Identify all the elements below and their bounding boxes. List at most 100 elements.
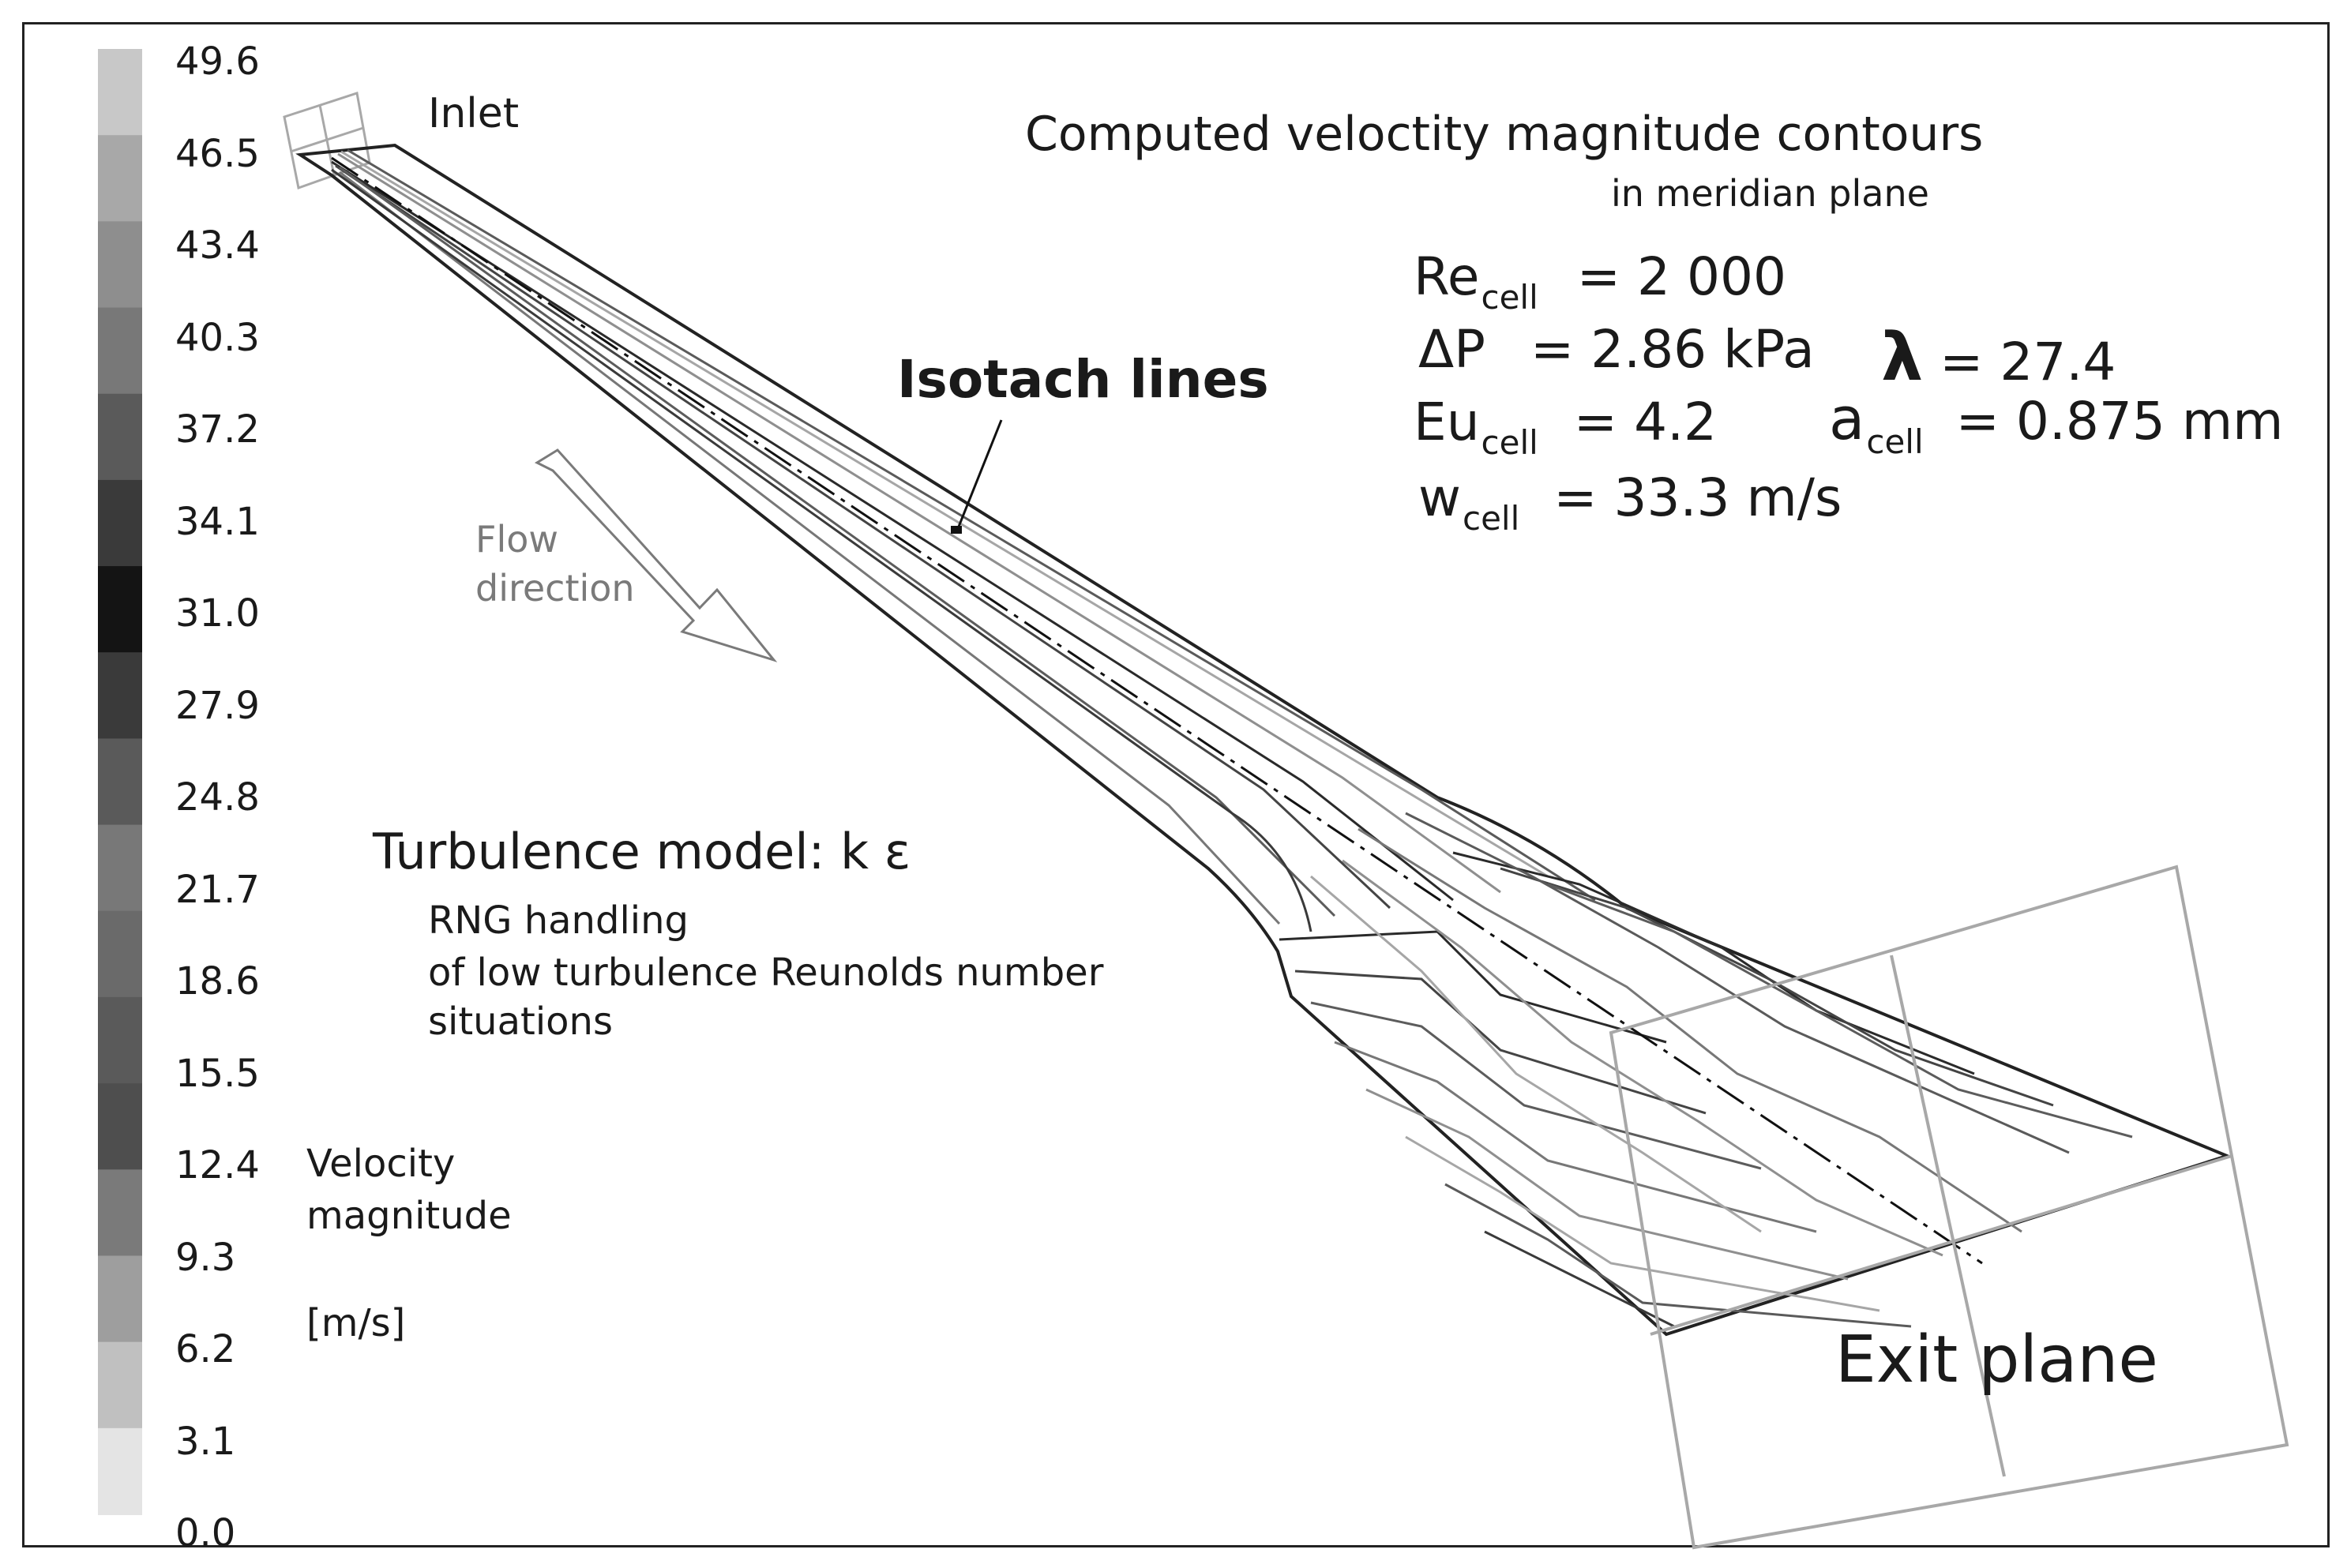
cell-velocity-subscript: cell xyxy=(1462,499,1520,538)
colorbar-band xyxy=(98,1427,142,1515)
isotach-line xyxy=(1279,930,1667,1044)
colorbar-tick-label: 9.3 xyxy=(175,1235,236,1280)
colorbar-band xyxy=(98,479,142,568)
isotach-line xyxy=(1405,812,2070,1154)
colorbar-tick-label: 34.1 xyxy=(175,499,260,544)
reynolds-symbol: Re xyxy=(1414,246,1480,307)
turbulence-model-label: Turbulence model: k ε xyxy=(373,823,911,880)
colorbar-tick-label: 18.6 xyxy=(175,959,260,1003)
figure-frame xyxy=(22,22,2330,1547)
colorbar-band xyxy=(98,393,142,481)
colorbar-tick-label: 12.4 xyxy=(175,1143,260,1187)
isotach-line xyxy=(1294,970,1707,1115)
isotach-lines xyxy=(331,148,2133,1328)
colorbar xyxy=(98,49,142,1515)
isotach-line xyxy=(339,171,1281,925)
exit-plane-box xyxy=(1609,865,2289,1550)
colorbar-band xyxy=(98,1341,142,1429)
colorbar-band xyxy=(98,1255,142,1343)
inlet-label: Inlet xyxy=(428,90,520,137)
cell-size-symbol: a xyxy=(1829,385,1865,453)
euler-value: = 4.2 xyxy=(1573,392,1718,452)
colorbar-band xyxy=(98,135,142,223)
colorbar-tick-label: 6.2 xyxy=(175,1327,236,1371)
isotach-line xyxy=(1310,1001,1762,1170)
euler-symbol: Eu xyxy=(1414,392,1480,452)
pressure-drop-symbol: ΔP xyxy=(1418,319,1485,380)
colorbar-unit: [m/s] xyxy=(306,1301,406,1345)
isotach-line xyxy=(1342,859,1943,1257)
lambda-value: = 27.4 xyxy=(1940,332,2116,392)
centerline xyxy=(331,156,1983,1265)
euler-number: Eucell = 4.2 xyxy=(1414,396,1717,460)
colorbar-band xyxy=(98,910,142,998)
isotach-line xyxy=(339,166,1336,917)
isotach-line xyxy=(340,150,1549,878)
flow-direction-arrow xyxy=(534,448,778,662)
figure-title-line1: Computed veloctity magnitude contours xyxy=(1025,107,1984,162)
isotach-line xyxy=(1452,851,1975,1075)
exit-plane-label: Exit plane xyxy=(1835,1322,2158,1397)
isotach-line xyxy=(335,164,1391,910)
colorbar-band xyxy=(98,652,142,740)
rng-note-line1: RNG handling xyxy=(428,898,689,943)
colorbar-band xyxy=(98,566,142,654)
isotach-label: Isotach lines xyxy=(897,349,1269,410)
flow-direction-label-line1: Flow xyxy=(475,518,559,561)
isotach-marker xyxy=(951,526,962,534)
euler-subscript: cell xyxy=(1481,423,1538,462)
colorbar-band xyxy=(98,1169,142,1257)
colorbar-title-line1: Velocity xyxy=(306,1142,456,1186)
colorbar-tick-label: 3.1 xyxy=(175,1419,236,1464)
isotach-line xyxy=(331,168,1312,932)
flow-direction-label-line2: direction xyxy=(475,567,635,610)
colorbar-band xyxy=(98,307,142,395)
colorbar-tick-label: 21.7 xyxy=(175,867,260,912)
isotach-line xyxy=(331,160,1454,902)
cell-size-value: = 0.875 mm xyxy=(1955,391,2284,452)
isotach-line xyxy=(337,152,1501,894)
colorbar-tick-label: 46.5 xyxy=(175,131,260,176)
figure-title-line2: in meridian plane xyxy=(1611,172,1929,215)
colorbar-tick-label: 27.9 xyxy=(175,683,260,728)
isotach-line xyxy=(1405,1135,1880,1312)
lambda-symbol: λ xyxy=(1881,318,1924,396)
colorbar-band xyxy=(98,824,142,912)
reynolds-subscript: cell xyxy=(1481,278,1538,317)
isotach-line xyxy=(1310,875,1762,1233)
colorbar-tick-label: 49.6 xyxy=(175,39,260,84)
isotach-line xyxy=(1365,1088,1849,1281)
colorbar-title-line2: magnitude xyxy=(306,1194,512,1238)
colorbar-tick-label: 31.0 xyxy=(175,591,260,636)
colorbar-tick-label: 40.3 xyxy=(175,315,260,360)
reynolds-value: = 2 000 xyxy=(1576,246,1786,307)
colorbar-tick-label: 37.2 xyxy=(175,407,260,452)
colorbar-band xyxy=(98,49,142,137)
isotach-line xyxy=(1484,1230,1675,1328)
isotach-line xyxy=(1500,867,2054,1107)
lambda-param: λ = 27.4 xyxy=(1881,324,2116,390)
rng-note-line2: of low turbulence Reunolds number xyxy=(428,951,1104,995)
isotach-leader xyxy=(956,419,1003,531)
pressure-drop-value: = 2.86 kPa xyxy=(1530,319,1815,380)
cell-velocity-value: = 33.3 m/s xyxy=(1553,467,1842,528)
colorbar-tick-label: 15.5 xyxy=(175,1051,260,1096)
cell-velocity-symbol: w xyxy=(1418,467,1461,528)
cell-size-subscript: cell xyxy=(1866,422,1924,461)
isotach-line xyxy=(1444,1183,1912,1328)
colorbar-tick-label: 43.4 xyxy=(175,223,260,268)
isotach-line xyxy=(1547,883,2133,1138)
colorbar-tick-label: 0.0 xyxy=(175,1511,236,1555)
colorbar-band xyxy=(98,221,142,309)
rng-note-line3: situations xyxy=(428,1000,613,1044)
cell-size: acell = 0.875 mm xyxy=(1829,390,2283,459)
reynolds-number: Recell = 2 000 xyxy=(1414,251,1786,314)
pressure-drop: ΔP = 2.86 kPa xyxy=(1418,324,1815,376)
isotach-line xyxy=(1334,1041,1817,1233)
isotach-line xyxy=(347,148,1596,902)
colorbar-band xyxy=(98,738,142,826)
colorbar-band xyxy=(98,996,142,1085)
colorbar-band xyxy=(98,1083,142,1171)
colorbar-tick-label: 24.8 xyxy=(175,775,260,820)
